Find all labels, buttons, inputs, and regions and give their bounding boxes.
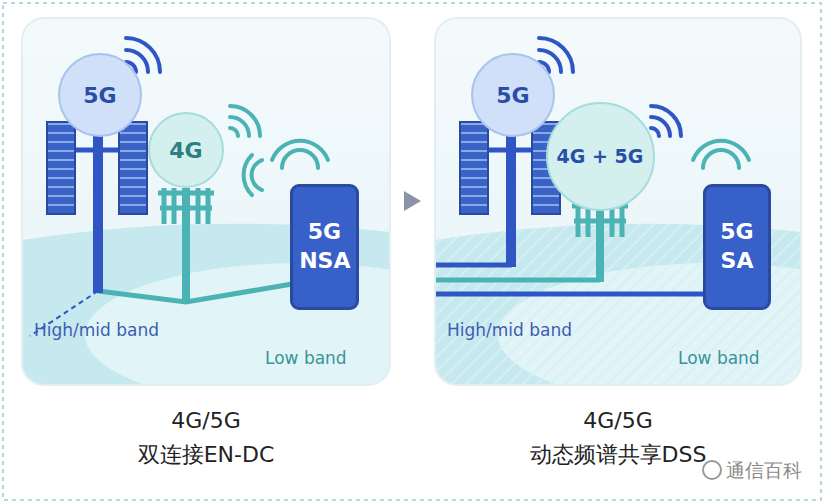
left-panel-art [22,18,390,385]
cell-circle: 4G + 5G [546,102,655,211]
phone-box: 5G SA [703,184,771,310]
caption-line: 双连接EN-DC [138,440,275,470]
band-label: Low band [265,348,347,368]
right-panel-art [435,18,801,385]
band-label: High/mid band [447,320,572,340]
cell-label: 4G + 5G [557,145,644,167]
cell-circle: 5G [58,53,142,137]
phone-box: 5G NSA [290,184,359,310]
phone-label: 5G SA [712,218,762,275]
band-panel: High/mid bandLow band 5G 4G 5G NSA [22,18,390,385]
cell-circle: 4G [148,112,224,188]
cell-label: 5G [496,83,529,108]
watermark: 通信百科 [726,458,802,484]
outer-border [3,3,821,500]
cell-label: 5G [83,83,116,108]
band-label: Low band [678,348,760,368]
phone-label: 5G NSA [299,218,350,275]
cell-label: 4G [169,138,202,163]
band-panel: High/mid bandLow band 5G 4G + 5G 5G SA [435,18,801,385]
cell-circle: 5G [471,53,555,137]
caption-line: 动态频谱共享DSS [530,440,707,470]
transition-arrow [404,191,421,211]
caption-line: 4G/5G [583,408,653,433]
caption-line: 4G/5G [171,408,241,433]
band-label: High/mid band [34,320,159,340]
